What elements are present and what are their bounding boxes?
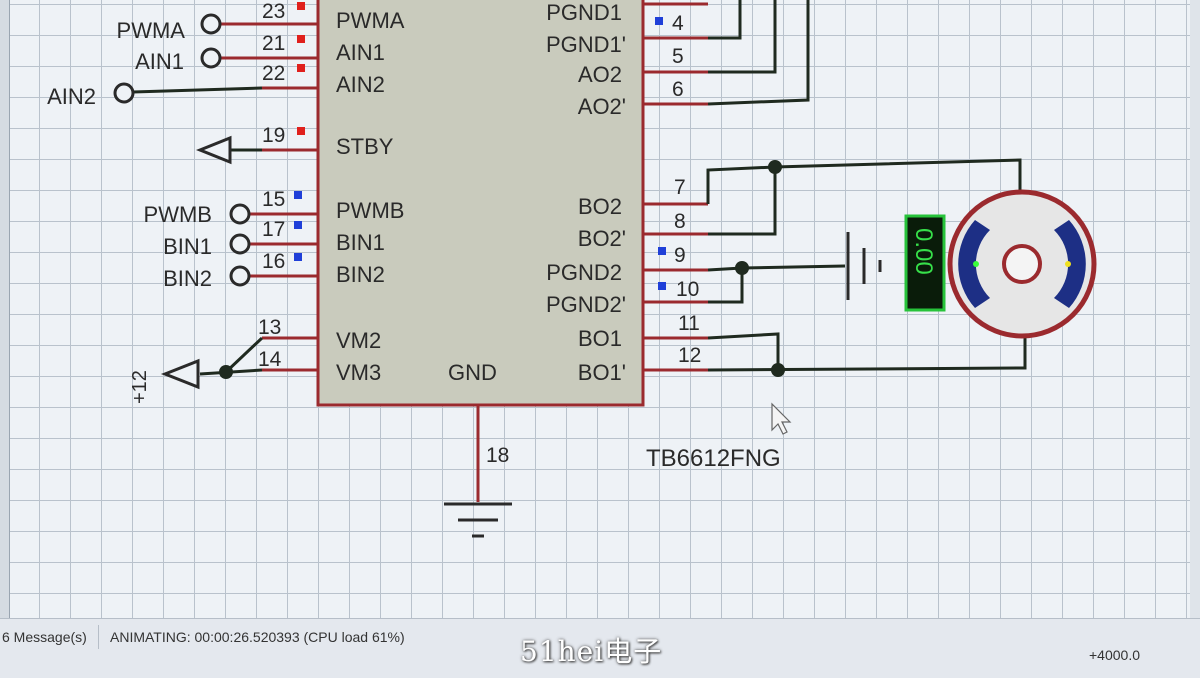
left-pin-labels: PWMA AIN1 AIN2 STBY PWMB BIN1 BIN2 VM2 V… — [336, 8, 497, 385]
terminal-bin1[interactable] — [229, 233, 251, 255]
pin-number: 19 — [262, 124, 285, 147]
pin-number: 21 — [262, 32, 285, 55]
messages-count[interactable]: 6 Message(s) — [0, 625, 99, 649]
pin-number: 5 — [672, 45, 684, 68]
left-edge-panel — [0, 0, 10, 618]
pin-label-vm2: VM2 — [336, 328, 381, 353]
left-net-wires — [132, 86, 264, 376]
pin-number: 17 — [262, 218, 285, 241]
stby-power-terminal[interactable] — [195, 135, 232, 165]
left-pin-wires — [220, 22, 318, 372]
terminal-pwma[interactable] — [200, 13, 222, 35]
terminal-label-bin2: BIN2 — [163, 266, 212, 291]
pin-number: 16 — [262, 250, 285, 273]
pin-number: 7 — [674, 176, 686, 199]
terminal-label-ain2: AIN2 — [47, 84, 96, 109]
pin-label-pgnd2-prime: PGND2' — [546, 292, 626, 317]
pin-number: 23 — [262, 0, 285, 23]
chip-part-name: TB6612FNG — [646, 445, 781, 472]
pin-label-ao2-prime: AO2' — [578, 94, 626, 119]
input-terminals — [113, 13, 251, 287]
pin-label-stby: STBY — [336, 134, 394, 159]
terminal-label-pwmb: PWMB — [144, 202, 212, 227]
pin-label-bo1: BO1 — [578, 326, 622, 351]
pin-label-ain1: AIN1 — [336, 40, 385, 65]
pin-number: 8 — [674, 210, 686, 233]
pin-number: 12 — [678, 344, 701, 367]
pin-label-pwmb: PWMB — [336, 198, 404, 223]
pin-state-markers — [294, 2, 666, 290]
pin-label-pgnd1: PGND1 — [546, 0, 622, 25]
pin-number: 9 — [674, 244, 686, 267]
right-pin-wires — [476, 2, 708, 502]
pin-number: 13 — [258, 316, 281, 339]
pin-label-ao2: AO2 — [578, 62, 622, 87]
watermark-text: 51hei电子 — [520, 635, 663, 668]
pin-label-pgnd1-prime: PGND1' — [546, 32, 626, 57]
vertical-scrollbar[interactable] — [1190, 0, 1200, 618]
pin-label-bin2: BIN2 — [336, 262, 385, 287]
schematic-drawing: 0.00 PWMA AIN1 AIN2 STBY PWMB BIN1 BIN2 … — [47, 0, 1097, 538]
status-bar: 6 Message(s) ANIMATING: 00:00:26.520393 … — [0, 618, 1200, 678]
pin-number: 14 — [258, 348, 282, 371]
pin-number: 15 — [262, 188, 285, 211]
terminal-pwmb[interactable] — [229, 203, 251, 225]
terminal-ain1[interactable] — [200, 47, 222, 69]
motor-speed-value: 0.00 — [910, 228, 937, 275]
cursor-coordinate: +4000.0 — [1089, 647, 1140, 663]
pin-number: 22 — [262, 62, 285, 85]
junction-dots — [219, 160, 785, 379]
pin-number: 10 — [676, 278, 699, 301]
dc-motor[interactable] — [947, 189, 1097, 339]
left-pin-numbers: 23 21 22 19 15 17 16 13 14 18 — [258, 0, 509, 467]
terminal-label-power: +12 — [129, 370, 151, 404]
pin-label-bo2-prime: BO2' — [578, 226, 626, 251]
pin-label-bo1-prime: BO1' — [578, 360, 626, 385]
mouse-cursor-icon — [771, 402, 792, 435]
right-pin-labels: PGND1 PGND1' AO2 AO2' BO2 BO2' PGND2 PGN… — [546, 0, 626, 385]
motor-speed-display: 0.00 — [904, 214, 946, 312]
pin-label-pgnd2: PGND2 — [546, 260, 622, 285]
tb6612fng-chip-body[interactable] — [316, 0, 645, 407]
terminal-bin2[interactable] — [229, 265, 251, 287]
pin-label-vm3: VM3 — [336, 360, 381, 385]
ground-symbol[interactable] — [444, 502, 512, 538]
pin-number: 18 — [486, 444, 509, 467]
pin-label-pwma: PWMA — [336, 8, 405, 33]
pin-number: 4 — [672, 12, 684, 35]
terminal-labels: PWMA AIN1 AIN2 PWMB BIN1 BIN2 — [47, 18, 212, 291]
pin-label-ain2: AIN2 — [336, 72, 385, 97]
pin-label-bin1: BIN1 — [336, 230, 385, 255]
terminal-label-bin1: BIN1 — [163, 234, 212, 259]
pin-number: 11 — [678, 312, 700, 335]
pin-label-gnd: GND — [448, 360, 497, 385]
right-pin-numbers: 4 5 6 7 8 9 10 11 12 — [672, 12, 701, 367]
battery-ground-cell[interactable] — [846, 232, 882, 300]
terminal-label-ain1: AIN1 — [135, 49, 184, 74]
terminal-label-pwma: PWMA — [117, 18, 186, 43]
terminal-ain2[interactable] — [113, 82, 135, 104]
pin-label-bo2: BO2 — [578, 194, 622, 219]
animation-status: ANIMATING: 00:00:26.520393 (CPU load 61%… — [110, 629, 405, 645]
pin-number: 6 — [672, 78, 684, 101]
plus12-power-terminal[interactable] — [160, 358, 200, 390]
